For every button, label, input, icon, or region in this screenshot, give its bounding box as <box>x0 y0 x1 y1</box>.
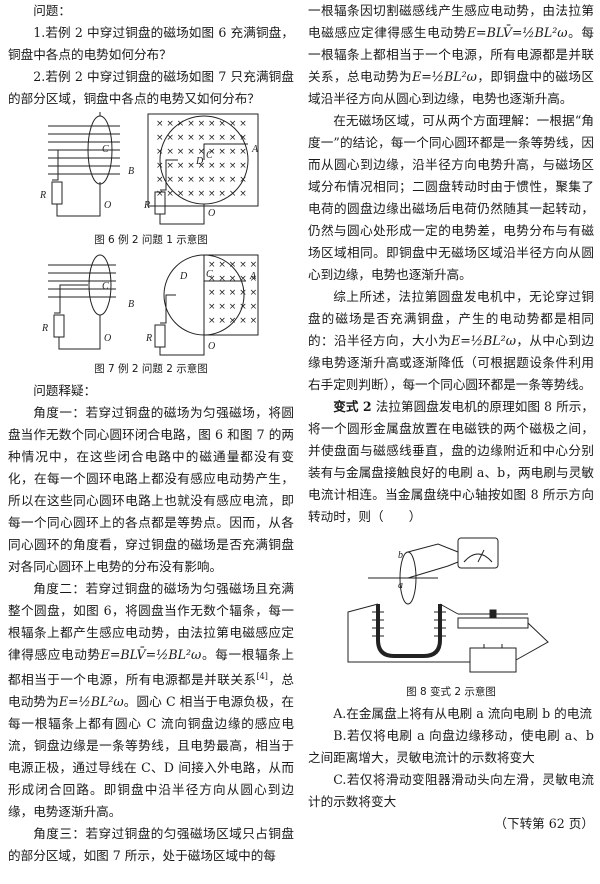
fig6-label-r2: R <box>143 200 150 211</box>
right-p1-equation-1: E=BLV̄=½BL²ω <box>466 25 568 40</box>
fig8-label-a: a <box>398 580 403 591</box>
fig7-label-o2: O <box>208 341 215 352</box>
fig6-label-r: R <box>39 190 46 201</box>
question-1: 1.若例 2 中穿过铜盘的磁场如图 6 充满铜盘，铜盘中各点的电势如何分布？ <box>8 25 294 62</box>
svg-text:× × × × ×: × × × × × <box>208 316 257 326</box>
variant-2-label: 变式 2 <box>333 399 372 414</box>
continued-note: （下转第 62 页） <box>494 816 594 831</box>
angle-3-paragraph: 角度三：若穿过铜盘的匀强磁场区域只占铜盘的部分区域，如图 7 所示，处于磁场区域… <box>8 826 294 864</box>
variant-2-text: 法拉第圆盘发电机的原理如图 8 所示，将一个圆形金属盘放置在电磁铁的两个磁极之间… <box>308 399 594 524</box>
fig6-label-c: C <box>102 144 109 155</box>
svg-text:× × × × ×: × × × × × <box>208 288 257 298</box>
svg-text:× × × × ×: × × × × × <box>208 260 257 270</box>
svg-text:× × × × × × × × ×: × × × × × × × × × <box>156 147 247 157</box>
fig7-label-r2: R <box>145 333 152 344</box>
figure-6-diagram: C B R O × × × × × × × × × × × × × × × × … <box>39 112 259 225</box>
figure-8-caption: 图 8 变式 2 示意图 <box>406 686 496 698</box>
option-a: A.在金属盘上将有从电刷 a 流向电刷 b 的电流 <box>333 706 592 721</box>
left-column: 问题： 1.若例 2 中穿过铜盘的磁场如图 6 充满铜盘，铜盘中各点的电势如何分… <box>8 0 294 884</box>
figure-7-caption: 图 7 例 2 问题 2 示意图 <box>94 363 208 375</box>
figure-6: C B R O × × × × × × × × × × × × × × × × … <box>8 112 294 230</box>
fig6-label-d: D <box>195 156 204 167</box>
angle-1-paragraph: 角度一：若穿过铜盘的磁场为匀强磁场，将圆盘当作无数个同心圆环闭合电路，图 6 和… <box>8 405 294 574</box>
figure-7-diagram: × × × × × × × × × × × × × × × × × × × × … <box>41 254 259 356</box>
figure-6-caption: 图 6 例 2 问题 1 示意图 <box>94 234 208 246</box>
right-p3-text-a: 综上所述，法拉第圆盘发电机中，无论穿过铜盘的磁场是否充满铜盘，产生的电动势都是相… <box>308 289 594 348</box>
question-2: 2.若例 2 中穿过铜盘的磁场如图 7 只充满铜盘的部分区域，铜盘中各点的电势又… <box>8 69 294 106</box>
fig6-label-c2: C <box>206 150 213 161</box>
right-p3-text-b: ，从中心到边缘电势逐渐升高或逐渐降低（可根据题设条件利用右手定则判断），每一个同… <box>308 333 594 392</box>
figure-7: × × × × × × × × × × × × × × × × × × × × … <box>8 251 294 359</box>
figure-8-diagram: b a <box>347 537 549 673</box>
fig6-label-a: A <box>251 144 259 155</box>
fig7-label-a: A <box>249 271 257 282</box>
fig6-label-o2: O <box>208 208 215 219</box>
right-paragraph-3: 综上所述，法拉第圆盘发电机中，无论穿过铜盘的磁场是否充满铜盘，产生的电动势都是相… <box>308 286 594 396</box>
fig6-label-b: B <box>128 166 134 177</box>
svg-text:× × × × × × × × ×: × × × × × × × × × <box>156 161 247 171</box>
right-p1-equation-2: E=½BL²ω <box>412 69 477 84</box>
fig7-label-d: D <box>179 271 188 282</box>
fig6-label-o: O <box>104 200 111 211</box>
fig7-label-b: B <box>128 299 134 310</box>
right-p1-text-b: 。每一根辐条上都相当于一个电源，所有电源都是并联关系，总电动势为 <box>308 25 594 84</box>
angle-2-paragraph: 角度二：若穿过铜盘的磁场为匀强磁场且充满整个圆盘，如图 6，将圆盘当作无数个辐条… <box>8 578 294 823</box>
right-p3-equation: E=½BL²ω <box>451 333 516 348</box>
angle-2-equation-2: E=½BL²ω <box>58 694 124 710</box>
option-b: B.若仅将电刷 a 向盘边缘移动，使电刷 a、b 之间距离增大，灵敏电流计的示数… <box>308 728 594 765</box>
angle-2-text-a: 角度二：若穿过铜盘的磁场为匀强磁场且充满整个圆盘，如图 6，将圆盘当作无数个辐条… <box>8 581 294 662</box>
svg-text:× × × × ×: × × × × × <box>208 302 257 312</box>
figure-8: b a <box>308 532 594 682</box>
angle-2-text-c: ，总电动势为 <box>8 672 294 710</box>
fig7-label-r: R <box>41 323 48 334</box>
option-c: C.若仅将滑动变阻器滑动头向左滑，灵敏电流计的示数将变大 <box>308 772 594 809</box>
right-p1-text-a: 一根辐条因切割磁感线产生感应电动势，由法拉第电磁感应定律得感生电动势 <box>308 3 594 40</box>
svg-text:× × × × × × × × ×: × × × × × × × × × <box>156 189 247 199</box>
svg-text:× × × × × × × × ×: × × × × × × × × × <box>156 119 247 129</box>
questions-title: 问题： <box>33 3 71 18</box>
variant-2-paragraph: 变式 2 法拉第圆盘发电机的原理如图 8 所示，将一个圆形金属盘放置在电磁铁的两… <box>308 396 594 528</box>
fig7-label-c: C <box>102 281 109 292</box>
angle-2-text-b: 。每一根辐条上都相当于一个电源，所有电源都是并联关系 <box>8 647 294 688</box>
angle-2-equation-1: E=BLV̄=½BL²ω <box>100 647 202 662</box>
fig7-label-c2: C <box>206 269 213 280</box>
right-p1-text-c: ，即铜盘中的磁场区域沿半径方向从圆心到边缘，电势也逐渐升高。 <box>308 69 594 106</box>
angle-2-text-d: 。圆心 C 相当于电源负极，在每一根辐条上都有圆心 C 流向铜盘边缘的感应电流，… <box>8 694 294 820</box>
right-paragraph-2: 在无磁场区域，可从两个方面理解：一根据“角度一”的结论，每一个同心圆环都是一条等… <box>308 113 594 282</box>
right-column: 一根辐条因切割磁感线产生感应电动势，由法拉第电磁感应定律得感生电动势E=BLV̄… <box>308 0 594 884</box>
fig7-label-o: O <box>104 333 111 344</box>
fig8-label-b: b <box>398 550 403 561</box>
angle-2-reference: [4] <box>256 672 268 681</box>
svg-text:× × × × × × × × ×: × × × × × × × × × <box>156 175 247 185</box>
svg-text:× × × × ×: × × × × × <box>208 274 257 284</box>
svg-text:× × × × × × × × ×: × × × × × × × × × <box>156 133 247 143</box>
right-paragraph-1: 一根辐条因切割磁感线产生感应电动势，由法拉第电磁感应定律得感生电动势E=BLV̄… <box>308 0 594 110</box>
explain-title: 问题释疑： <box>33 383 97 398</box>
